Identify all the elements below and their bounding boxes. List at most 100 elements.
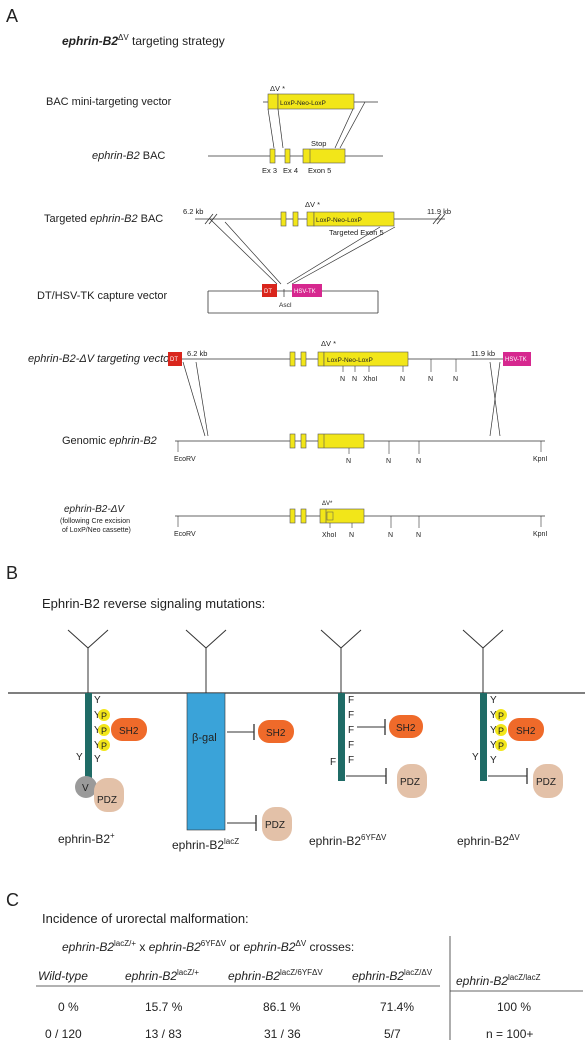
row-label-targeted-bac: Targeted ephrin-B2 BAC [44, 213, 163, 225]
pct-wildtype: 0 % [58, 1000, 79, 1014]
tv-loxp-label: LoxP-Neo-LoxP [327, 357, 373, 364]
tv-n-3: N [400, 376, 405, 383]
count-lacz6yf: 31 / 36 [264, 1027, 301, 1041]
allele-label-lacz: ephrin-B2lacZ [172, 837, 239, 852]
dv-n-3: N [416, 532, 421, 539]
row-label-dv-note1: (following Cre excision [60, 518, 130, 525]
row-label-genomic: Genomic ephrin-B2 [62, 435, 157, 447]
mini-loxp-label: LoxP-Neo-LoxP [280, 100, 326, 107]
genomic-exon5 [317, 433, 365, 449]
tv-6kb-label: 6.2 kb [187, 349, 207, 358]
wt-p2-label: P [101, 726, 107, 736]
dv-n-2: N [388, 532, 393, 539]
dv-kpni: KpnI [533, 531, 547, 538]
panel-a-letter: A [6, 6, 18, 26]
tv-hsv-label: HSV-TK [505, 357, 527, 363]
mini-exon-left [267, 93, 279, 110]
genomic-n-3: N [416, 458, 421, 465]
wt-y1: Y [94, 710, 101, 721]
genomic-kpni: KpnI [533, 456, 547, 463]
tv-n-2: N [352, 376, 357, 383]
dv-allele-construct: ΔV* EcoRV XhoI N N N KpnI [174, 501, 547, 539]
count-wildtype: 0 / 120 [45, 1027, 82, 1041]
ex3-label: Ex 3 [262, 166, 277, 175]
mini-dv-label: ΔV * [270, 84, 285, 93]
genomic-construct: EcoRV N N N KpnI [174, 433, 547, 465]
mini-loxp-box [277, 93, 355, 110]
dt-label: DT [264, 289, 272, 295]
yf-f1: F [348, 695, 354, 706]
row-label-bac-mini: BAC mini-targeting vector [46, 96, 172, 108]
wt-pdz [94, 778, 124, 812]
pct-lacz6yf: 86.1 % [263, 1000, 301, 1014]
panel-a-title: ephrin-B2ΔV targeting strategy [62, 33, 225, 48]
yf-f6: F [330, 757, 336, 768]
yf-pdz-label: PDZ [400, 777, 420, 788]
yf-f4: F [348, 740, 354, 751]
dv-p2-label: P [498, 726, 504, 736]
dv-y6: Y [490, 755, 497, 766]
dv-p1-label: P [498, 711, 504, 721]
row-label-dv: ephrin-B2-ΔV [64, 504, 125, 515]
wt-y5: Y [76, 752, 83, 763]
dv-p1 [495, 709, 507, 721]
dv-sh2-label: SH2 [516, 726, 536, 737]
genomic-n-1: N [346, 458, 351, 465]
targeted-exon5-box [313, 211, 395, 227]
panel-c-title: Incidence of urorectal malformation: [42, 911, 249, 926]
construct-6yfdv: F F F F F F SH2 PDZ ephrin-B26YFΔV [309, 629, 427, 848]
dv-y2: Y [490, 725, 497, 736]
allele-label-wt: ephrin-B2+ [58, 831, 115, 846]
lacz-pdz-label: PDZ [265, 820, 285, 831]
genomic-n-2: N [386, 458, 391, 465]
dv-ecorv: EcoRV [174, 531, 196, 538]
tv-exon5-box [323, 351, 409, 367]
hsv-label: HSV-TK [294, 289, 316, 295]
yf-f3: F [348, 725, 354, 736]
yf-f5: F [348, 755, 354, 766]
construct-dv: Y Y P Y P Y P Y Y SH2 PDZ ephrin-B2ΔV [457, 629, 563, 848]
wt-p1 [98, 709, 110, 721]
targeting-vector: DT HSV-TK 6.2 kb 11.9 kb LoxP-Neo-LoxP Δ… [168, 339, 531, 437]
wt-sh2 [111, 718, 147, 741]
yf-sh2-label: SH2 [396, 723, 416, 734]
count-laczdv: 5/7 [384, 1027, 401, 1041]
dv-n-1: N [349, 532, 354, 539]
bac-construct: Stop Ex 3 Ex 4 Exon 5 [208, 139, 383, 175]
bgal-box [186, 692, 226, 831]
tv-dv-label: ΔV * [321, 339, 336, 348]
targeted-dv-label: ΔV * [305, 200, 320, 209]
lacz-sh2 [258, 720, 294, 743]
wt-y6: Y [94, 754, 101, 765]
dv-p2 [495, 724, 507, 736]
bgal-label: β-gal [192, 732, 217, 744]
dv-y3: Y [490, 740, 497, 751]
wt-y0: Y [94, 695, 101, 706]
targeted-loxp-label: LoxP-Neo-LoxP [316, 217, 362, 224]
header-laczplus: ephrin-B2lacZ/+ [125, 968, 199, 983]
row-label-bac: ephrin-B2 BAC [92, 150, 165, 162]
tv-n-4: N [428, 376, 433, 383]
pct-laczplus: 15.7 % [145, 1000, 183, 1014]
targeted-11kb-label: 11.9 kb [427, 207, 451, 216]
row-label-dv-note2: of LoxP/Neo cassette) [62, 527, 131, 534]
dv-sh2 [508, 718, 544, 741]
hsv-box [292, 284, 322, 297]
bac-ex3 [269, 148, 276, 164]
allele-label-6yfdv: ephrin-B26YFΔV [309, 833, 387, 848]
wt-y3: Y [94, 740, 101, 751]
dv-small-label: ΔV* [322, 501, 333, 507]
construct-wildtype: Y P Y P Y P Y Y Y SH2 V PDZ ephrin-B2+ [58, 629, 147, 846]
wt-p2 [98, 724, 110, 736]
dv-pdz-label: PDZ [536, 777, 556, 788]
yf-sh2 [389, 715, 423, 738]
tv-dt-label: DT [170, 357, 178, 363]
pct-laczdv: 71.4% [380, 1000, 414, 1014]
wt-v [75, 776, 97, 798]
targeted-6kb-label: 6.2 kb [183, 207, 203, 216]
pct-laczlacz: 100 % [497, 1000, 531, 1014]
tv-n-5: N [453, 376, 458, 383]
wt-sh2-label: SH2 [119, 726, 139, 737]
row-label-capture: DT/HSV-TK capture vector [37, 290, 168, 302]
